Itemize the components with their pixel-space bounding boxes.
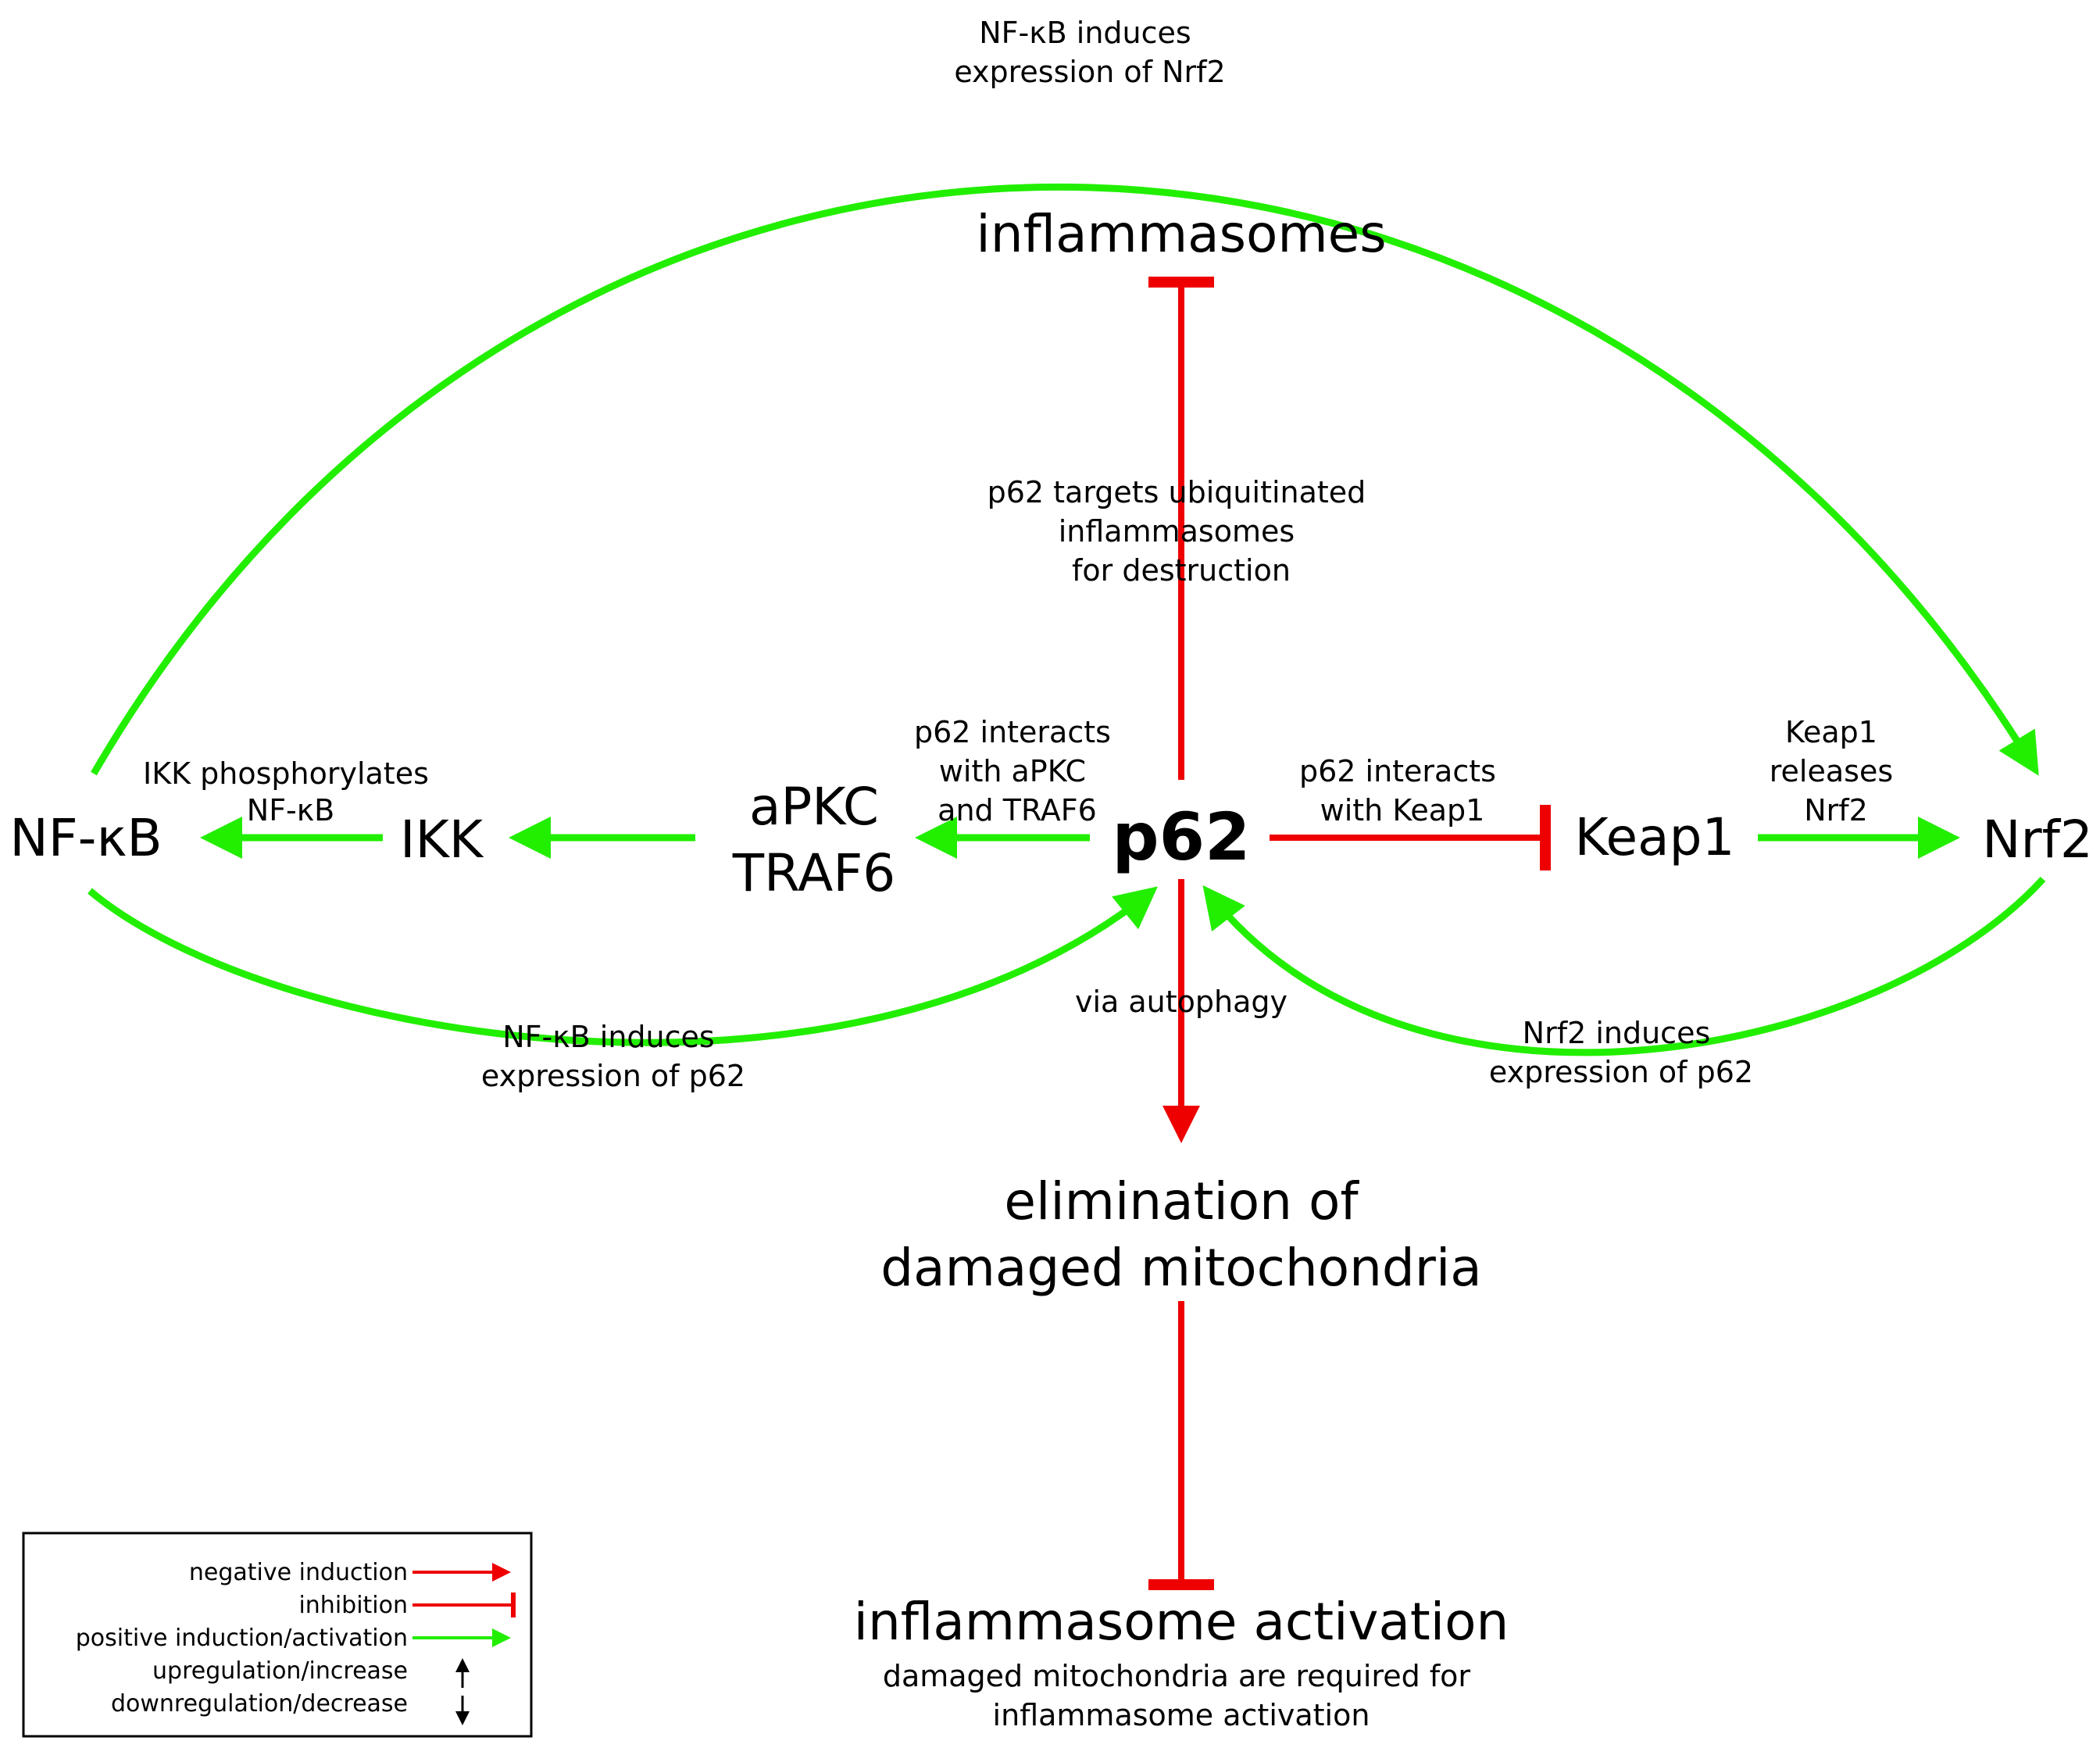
edge-nfkb-to-p62 [88, 886, 1158, 1046]
label-nrf2-p62: Nrf2 induces expression of p62 [1489, 1016, 1753, 1089]
node-p62: p62 [1112, 799, 1250, 875]
edge-labels: NF-κB induces expression of Nrf2 p62 tar… [143, 16, 1902, 1732]
label-p62-apkc: p62 interacts with aPKC and TRAF6 [914, 715, 1120, 828]
node-keap1: Keap1 [1575, 807, 1735, 867]
label-nfkb-nrf2: NF-κB induces expression of Nrf2 [954, 16, 1225, 89]
node-elimination-line2: damaged mitochondria [880, 1238, 1481, 1298]
label-keap1-nrf2: Keap1 releases Nrf2 [1770, 715, 1902, 828]
edges [88, 184, 2046, 1590]
nodes: inflammasomes p62 NF-κB IKK aPKC TRAF6 K… [9, 204, 2093, 1652]
node-apkc: aPKC [749, 777, 879, 837]
legend-label-upregulation: upregulation/increase [152, 1657, 408, 1685]
label-ikk-nfkb: IKK phosphorylates NF-κB [143, 756, 438, 828]
node-inflammasome-activation: inflammasome activation [854, 1592, 1509, 1652]
legend-label-downregulation: downregulation/decrease [111, 1690, 408, 1718]
legend-label-positive-induction: positive induction/activation [76, 1625, 408, 1652]
legend-label-negative-induction: negative induction [189, 1559, 408, 1586]
legend: negative induction inhibition positive i… [22, 1532, 533, 1738]
node-nrf2: Nrf2 [1982, 810, 2093, 870]
legend-label-inhibition: inhibition [298, 1592, 408, 1619]
label-activation-note: damaged mitochondria are required for in… [883, 1659, 1480, 1732]
node-ikk: IKK [400, 810, 484, 870]
edge-nrf2-to-p62 [1202, 876, 2046, 1056]
label-nfkb-p62: NF-κB induces expression of p62 [481, 1020, 745, 1093]
node-elimination-line1: elimination of [1004, 1171, 1359, 1231]
node-nfkb: NF-κB [9, 808, 162, 868]
label-p62-inflammasomes: p62 targets ubiquitinated inflammasomes … [988, 475, 1376, 588]
node-inflammasomes: inflammasomes [976, 204, 1386, 264]
label-p62-elimination: via autophagy [1075, 985, 1288, 1019]
edge-nfkb-to-nrf2 [91, 184, 2039, 776]
label-p62-keap1: p62 interacts with Keap1 [1299, 754, 1505, 828]
node-traf6: TRAF6 [732, 843, 896, 903]
legend-box [22, 1532, 533, 1738]
